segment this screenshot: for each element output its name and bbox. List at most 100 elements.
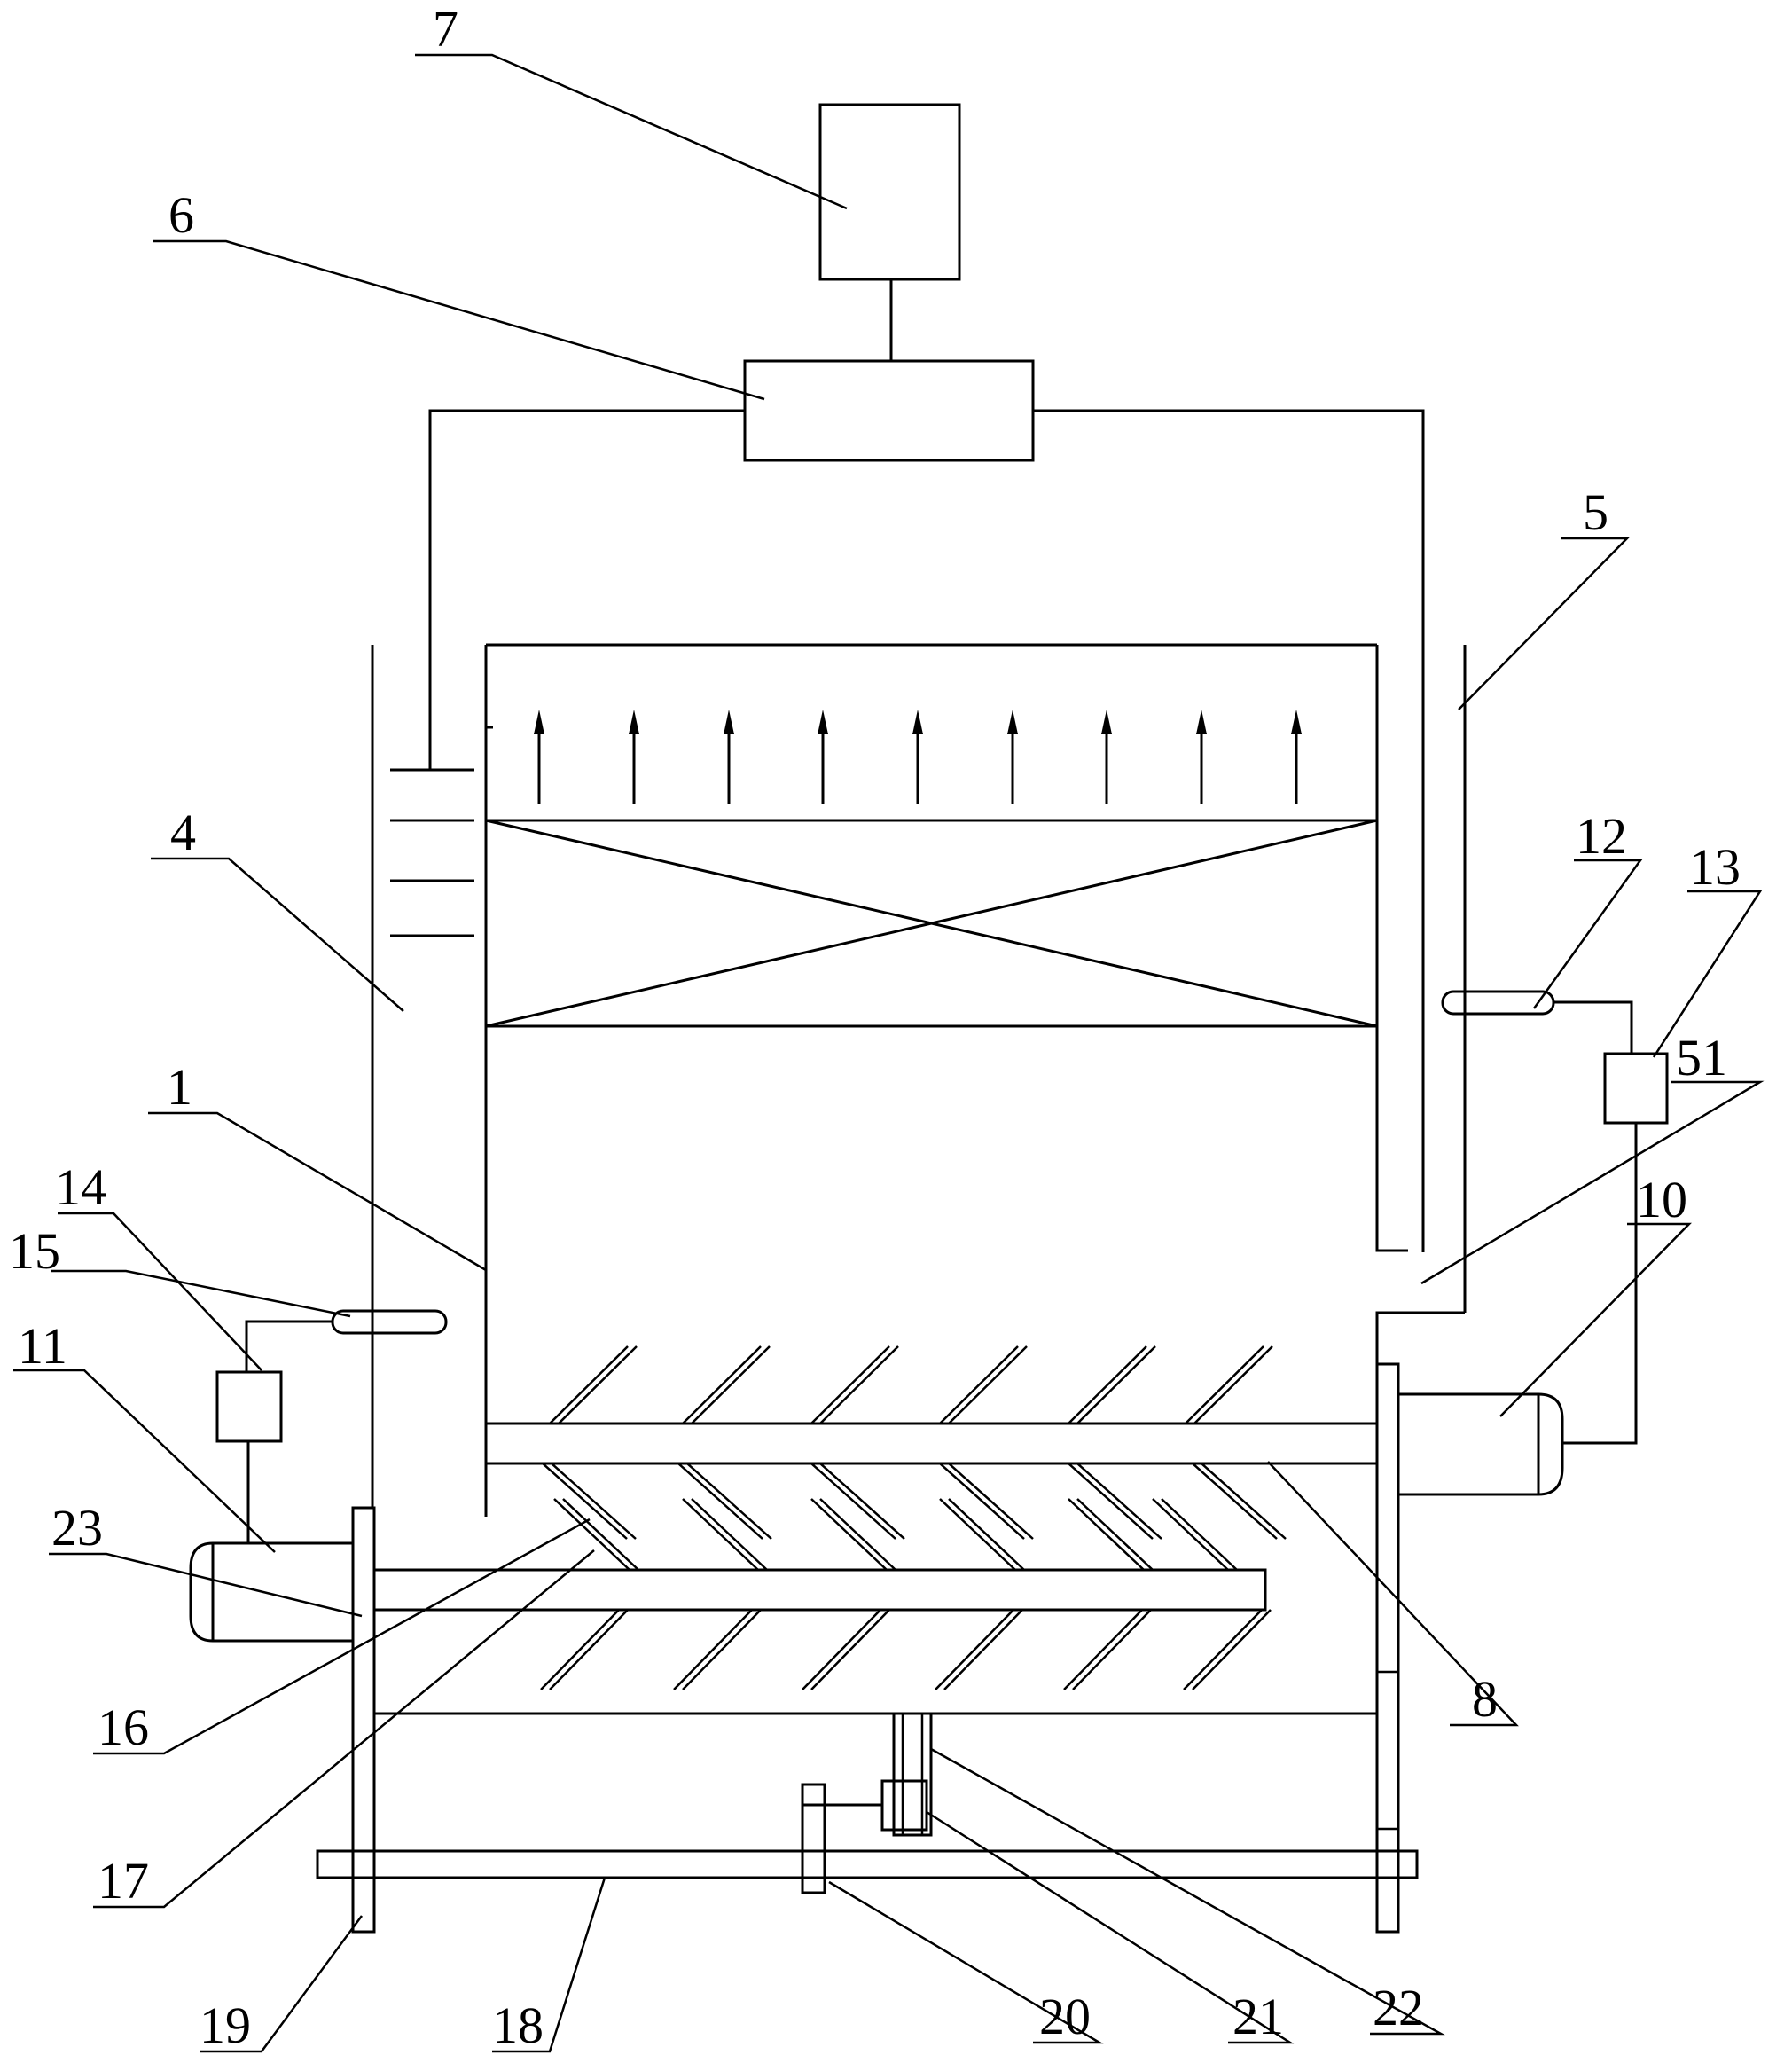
label-16: 16 bbox=[98, 1698, 149, 1756]
wire-12-13 bbox=[1553, 1000, 1633, 1054]
vessel-1-right-wall bbox=[1375, 645, 1408, 1252]
label-11: 11 bbox=[18, 1317, 67, 1375]
blade-23-lower-b-1 bbox=[549, 1609, 629, 1690]
label-23: 23 bbox=[51, 1499, 103, 1557]
pulley-22 bbox=[892, 1712, 933, 1837]
label-51: 51 bbox=[1676, 1029, 1727, 1086]
blade-23-lower-b-4 bbox=[943, 1609, 1023, 1690]
blade-8-lower-2 bbox=[677, 1463, 763, 1540]
blade-8-upper-b-1 bbox=[558, 1345, 638, 1424]
blade-23-upper-6 bbox=[1152, 1498, 1229, 1571]
shaft-8-blades bbox=[542, 1345, 1287, 1540]
blade-23-lower-1 bbox=[540, 1609, 620, 1690]
pipe-6-to-right bbox=[1033, 409, 1425, 1252]
label-5: 5 bbox=[1583, 483, 1608, 541]
blade-23-upper-b-5 bbox=[1076, 1498, 1154, 1571]
label-1: 1 bbox=[167, 1058, 192, 1116]
component-7-box bbox=[818, 103, 961, 281]
filler-cross-b bbox=[485, 819, 1378, 1028]
blade-8-upper-4 bbox=[939, 1345, 1019, 1424]
blade-8-lower-b-1 bbox=[551, 1463, 637, 1540]
base-bar-18 bbox=[316, 1849, 1419, 1879]
blade-23-upper-b-6 bbox=[1161, 1498, 1238, 1571]
blade-23-upper-b-2 bbox=[691, 1498, 768, 1571]
filler-block bbox=[484, 819, 1379, 1028]
blade-8-lower-b-5 bbox=[1076, 1463, 1162, 1540]
label-14: 14 bbox=[55, 1158, 106, 1216]
label-17: 17 bbox=[98, 1852, 149, 1910]
airflow-arrows bbox=[534, 710, 1302, 804]
blade-8-upper-b-4 bbox=[948, 1345, 1028, 1424]
arrow-head-9 bbox=[1291, 710, 1302, 734]
label-8: 8 bbox=[1472, 1670, 1498, 1728]
shaft-8 bbox=[484, 1422, 1379, 1465]
blade-8-lower-b-4 bbox=[948, 1463, 1034, 1540]
blade-8-upper-b-2 bbox=[691, 1345, 771, 1424]
label-4: 4 bbox=[170, 804, 196, 861]
motor-11 bbox=[189, 1541, 355, 1643]
label-19: 19 bbox=[200, 1996, 251, 2054]
blade-23-lower-b-3 bbox=[810, 1609, 890, 1690]
blade-8-upper-b-5 bbox=[1076, 1345, 1156, 1424]
pipe-6-to-left-spray bbox=[428, 409, 745, 770]
arrow-head-8 bbox=[1196, 710, 1207, 734]
wire-13-10 bbox=[1562, 1123, 1638, 1445]
blade-23-lower-b-6 bbox=[1192, 1609, 1272, 1690]
arrow-head-2 bbox=[629, 710, 639, 734]
shaft-23-blades bbox=[540, 1498, 1272, 1690]
arrow-head-6 bbox=[1007, 710, 1018, 734]
label-15: 15 bbox=[9, 1222, 60, 1280]
arrow-head-5 bbox=[912, 710, 923, 734]
blade-23-upper-b-3 bbox=[819, 1498, 896, 1571]
blade-8-lower-3 bbox=[810, 1463, 896, 1540]
component-15-box bbox=[215, 1370, 283, 1443]
shaft-23 bbox=[372, 1568, 1267, 1612]
arrow-head-7 bbox=[1101, 710, 1112, 734]
component-6-box bbox=[743, 359, 1035, 462]
arrow-head-1 bbox=[534, 710, 544, 734]
blade-8-lower-1 bbox=[542, 1463, 628, 1540]
bearing-21 bbox=[880, 1779, 928, 1832]
blade-23-lower-4 bbox=[935, 1609, 1014, 1690]
spray-dashes bbox=[390, 768, 474, 937]
arrow-head-3 bbox=[724, 710, 734, 734]
blade-23-lower-3 bbox=[802, 1609, 881, 1690]
blade-8-upper-b-6 bbox=[1193, 1345, 1273, 1424]
label-13: 13 bbox=[1689, 838, 1741, 896]
blade-23-upper-b-4 bbox=[948, 1498, 1025, 1571]
label-7: 7 bbox=[433, 0, 458, 58]
gear-20 bbox=[801, 1783, 826, 1894]
blade-8-lower-6 bbox=[1192, 1463, 1278, 1540]
blade-8-upper-3 bbox=[810, 1345, 890, 1424]
blade-8-upper-5 bbox=[1068, 1345, 1147, 1424]
label-12: 12 bbox=[1576, 807, 1627, 865]
component-13-box bbox=[1603, 1052, 1669, 1125]
blade-23-lower-2 bbox=[673, 1609, 753, 1690]
blade-8-upper-b-3 bbox=[819, 1345, 899, 1424]
blade-23-lower-5 bbox=[1063, 1609, 1143, 1690]
blade-8-lower-b-3 bbox=[819, 1463, 905, 1540]
blade-23-lower-b-2 bbox=[682, 1609, 762, 1690]
blade-8-lower-4 bbox=[939, 1463, 1025, 1540]
blade-8-upper-2 bbox=[682, 1345, 762, 1424]
blade-8-lower-b-2 bbox=[686, 1463, 772, 1540]
blade-8-lower-5 bbox=[1068, 1463, 1154, 1540]
leader-lines-2 bbox=[13, 1212, 1519, 2053]
arrow-head-4 bbox=[818, 710, 828, 734]
leader-lines bbox=[51, 53, 1765, 1417]
blade-23-upper-4 bbox=[939, 1498, 1016, 1571]
label-21: 21 bbox=[1232, 1988, 1284, 2045]
blade-23-upper-2 bbox=[682, 1498, 759, 1571]
label-22: 22 bbox=[1373, 1979, 1424, 2036]
wire-14-15 bbox=[245, 1320, 333, 1372]
sensor-14 bbox=[331, 1309, 448, 1335]
blade-8-lower-b-6 bbox=[1201, 1463, 1287, 1540]
label-6: 6 bbox=[168, 186, 194, 244]
outlet-51-step bbox=[1375, 1311, 1465, 1372]
label-18: 18 bbox=[492, 1996, 544, 2054]
blade-23-lower-b-5 bbox=[1072, 1609, 1152, 1690]
blade-23-upper-3 bbox=[810, 1498, 888, 1571]
blade-23-upper-1 bbox=[553, 1498, 630, 1571]
blade-23-lower-6 bbox=[1183, 1609, 1263, 1690]
